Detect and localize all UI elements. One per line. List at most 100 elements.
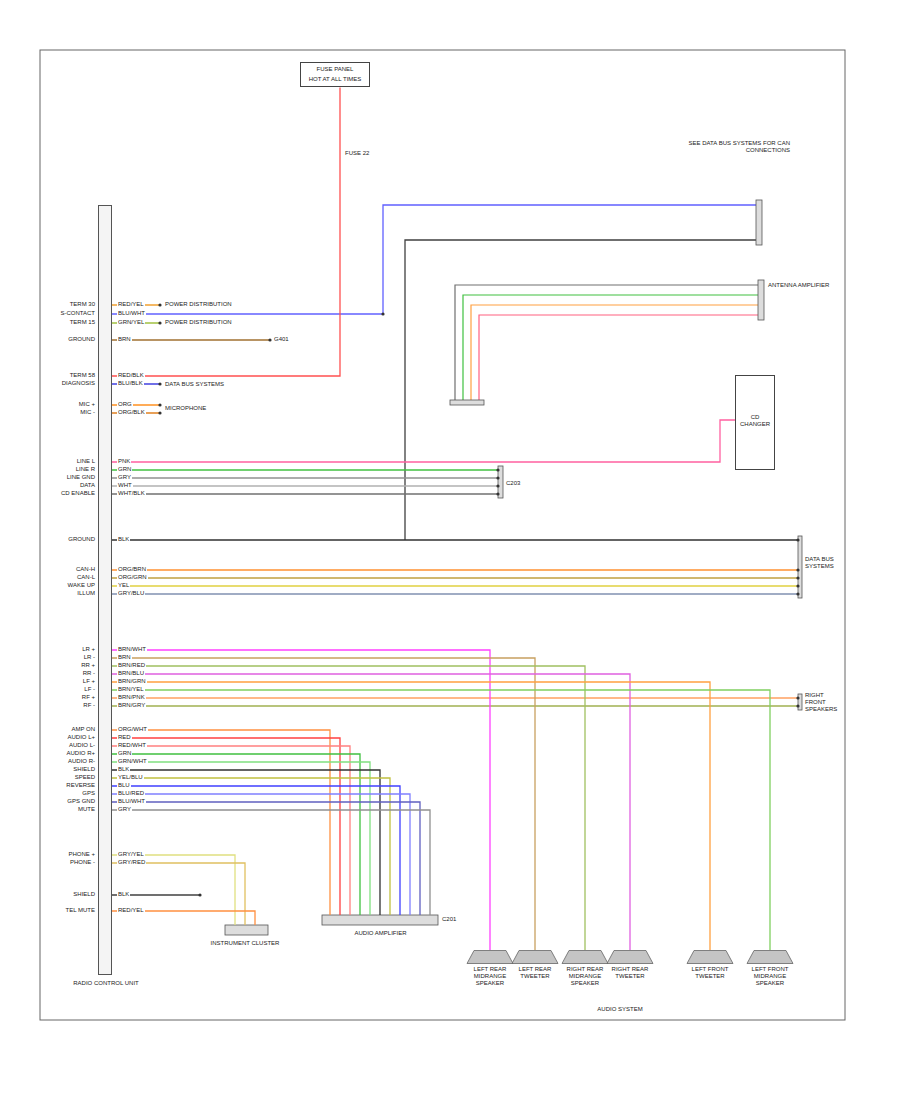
pin-name: GROUND (68, 336, 95, 343)
pin-name: LF - (84, 686, 95, 693)
wire-color: RED/BLK (117, 372, 145, 379)
connector (758, 280, 764, 320)
pin-name: SHIELD (73, 891, 95, 898)
connector (798, 536, 802, 598)
pin-name: ILLUM (77, 590, 95, 597)
wire-connector (112, 420, 735, 462)
note-label: G401 (274, 336, 289, 343)
node-title: RIGHT REAR MIDRANGE SPEAKER (561, 966, 609, 988)
wire-color: GRN/YEL (117, 319, 145, 326)
node-title: RADIO CONTROL UNIT (56, 980, 156, 987)
pin-name: WAKE UP (68, 582, 95, 589)
splice-dot (796, 592, 799, 595)
note-label: AUDIO AMPLIFIER (328, 930, 433, 937)
speaker-symbol (561, 950, 609, 964)
splice-dot (796, 584, 799, 587)
wire-color: RED/YEL (117, 907, 145, 914)
speaker: LEFT FRONT TWEETER (686, 950, 734, 980)
note-label: MICROPHONE (165, 405, 206, 412)
pin-name: CD ENABLE (61, 490, 95, 497)
wire (479, 315, 760, 400)
pin-name: TERM 30 (70, 301, 95, 308)
wire (463, 295, 760, 400)
pin-name: MUTE (78, 806, 95, 813)
splice-dot (796, 568, 799, 571)
pin-name: RF + (82, 694, 95, 701)
wire-color: WHT/BLK (117, 490, 146, 497)
wire (112, 313, 383, 314)
wire-color: BLU/WHT (117, 310, 146, 317)
pin-name: RF - (83, 702, 95, 709)
wire (112, 705, 798, 706)
pin-name: AUDIO L- (69, 742, 95, 749)
wire-color: PNK (117, 458, 131, 465)
splice-dot (158, 321, 161, 324)
wire-color: GRY (117, 474, 132, 481)
wire-color: BLU/RED (117, 790, 145, 797)
pin-name: RR + (81, 662, 95, 669)
cd-changer: CD CHANGER (735, 375, 775, 470)
splice-dot (796, 538, 799, 541)
wire (112, 730, 330, 915)
note-label: ANTENNA AMPLIFIER (768, 282, 838, 289)
speaker-symbol (511, 950, 559, 964)
wire (455, 285, 760, 400)
pin-name: LR - (84, 654, 95, 661)
pin-name: TEL MUTE (66, 907, 95, 914)
wire-color: BRN/WHT (117, 646, 147, 653)
node-title: LEFT REAR TWEETER (511, 966, 559, 980)
pin-name: MIC - (80, 409, 95, 416)
wire-color: ORG/BRN (117, 566, 147, 573)
wire (112, 863, 245, 925)
note-label: C201 (442, 916, 456, 923)
pin-name: LINE L (77, 458, 95, 465)
splice-dot (796, 704, 799, 707)
wire-color: BRN/GRY (117, 702, 146, 709)
pin-name: TERM 58 (70, 372, 95, 379)
node-title: RIGHT REAR TWEETER (606, 966, 654, 980)
wire-color: BRN/BLU (117, 670, 145, 677)
connector (798, 694, 802, 710)
wire-color: BLU (117, 782, 131, 789)
pin-name: CAN-L (77, 574, 95, 581)
note-label: POWER DISTRIBUTION (165, 319, 232, 326)
wire-color: GRY/RED (117, 859, 146, 866)
connector (225, 925, 268, 935)
node-title: FUSE PANEL (303, 66, 367, 73)
wire-color: BLK (117, 766, 130, 773)
pin-name: GPS GND (67, 798, 95, 805)
pin-name: S-CONTACT (60, 310, 95, 317)
speaker: LEFT REAR MIDRANGE SPEAKER (466, 950, 514, 988)
connector (322, 915, 438, 925)
wire-color: GRY (117, 806, 132, 813)
wire-color: BRN/RED (117, 662, 146, 669)
note-label: INSTRUMENT CLUSTER (205, 940, 285, 947)
pin-name: GROUND (68, 536, 95, 543)
wire (112, 569, 798, 570)
splice-dot (496, 492, 499, 495)
wire (112, 786, 400, 915)
wire-color: BLK (117, 536, 130, 543)
wire (112, 697, 798, 698)
wire-connector (112, 674, 630, 950)
wire-color: YEL (117, 582, 130, 589)
splice-dot (158, 403, 161, 406)
control-unit: RADIO CONTROL UNIT (98, 205, 112, 975)
node-title: LEFT FRONT TWEETER (686, 966, 734, 980)
wire (112, 778, 390, 915)
speaker-symbol (686, 950, 734, 964)
wire (112, 802, 420, 915)
splice-dot (496, 468, 499, 471)
pin-name: AUDIO L+ (67, 734, 95, 741)
speaker-symbol (466, 950, 514, 964)
speaker: RIGHT REAR MIDRANGE SPEAKER (561, 950, 609, 988)
wire (112, 469, 498, 470)
splice-dot (796, 696, 799, 699)
wire-connector (112, 666, 585, 950)
wire-color: WHT (117, 482, 133, 489)
pin-name: LF + (83, 678, 95, 685)
wire-color: GRY/BLU (117, 590, 145, 597)
pin-name: DIAGNOSIS (62, 380, 95, 387)
wire (112, 577, 798, 578)
